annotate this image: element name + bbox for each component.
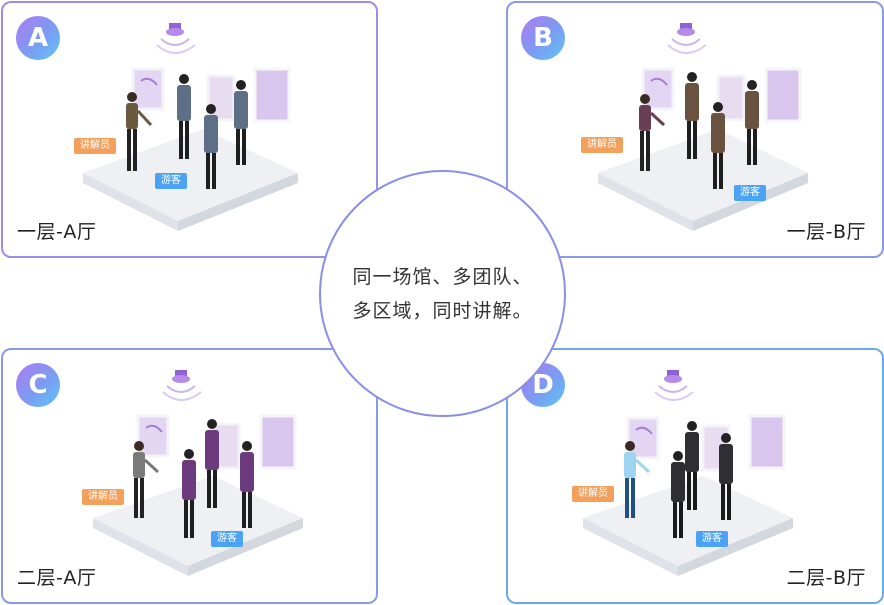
platform xyxy=(93,476,303,576)
guide-figure xyxy=(126,92,153,171)
platform xyxy=(583,476,793,576)
speaker-icon xyxy=(667,23,707,54)
display-panels xyxy=(131,67,291,123)
hall-label: 二层-B厅 xyxy=(786,567,866,589)
exhibition-illustration xyxy=(83,23,298,231)
speaker-icon xyxy=(162,370,202,401)
visitor-figures xyxy=(685,72,759,189)
visitor-figures xyxy=(177,74,248,189)
badge-b: B xyxy=(521,16,565,60)
guide-tag: 讲解员 xyxy=(74,138,116,154)
guide-figure xyxy=(133,441,160,518)
slogan-line-2: 多区域，同时讲解。 xyxy=(352,299,533,322)
speaker-icon xyxy=(156,23,196,54)
guide-figure xyxy=(624,441,651,518)
slogan-circle: 同一场馆、多团队、 多区域，同时讲解。 xyxy=(319,170,566,417)
visitor-tag: 游客 xyxy=(155,173,187,189)
display-panels xyxy=(641,67,802,123)
hall-panel-a: A xyxy=(1,1,378,258)
platform xyxy=(598,129,808,231)
hall-label: 一层-A厅 xyxy=(17,221,97,243)
badge-a: A xyxy=(16,16,60,60)
hall-panel-c: C xyxy=(1,348,378,604)
visitor-tag: 游客 xyxy=(211,531,243,547)
slogan-line-1: 同一场馆、多团队、 xyxy=(352,265,533,288)
visitor-figures xyxy=(671,421,733,538)
guide-figure xyxy=(639,94,666,171)
hall-panel-b: B xyxy=(506,1,884,258)
guide-tag: 讲解员 xyxy=(572,486,614,502)
guide-tag: 讲解员 xyxy=(82,489,124,505)
visitor-tag: 游客 xyxy=(734,185,766,201)
visitor-tag: 游客 xyxy=(696,531,728,547)
hall-label: 一层-B厅 xyxy=(786,221,866,243)
hall-label: 二层-A厅 xyxy=(17,567,97,589)
badge-c: C xyxy=(16,363,60,407)
display-panels xyxy=(626,414,786,472)
speaker-icon xyxy=(654,370,694,401)
exhibition-illustration xyxy=(598,23,808,231)
hall-panel-d: D xyxy=(506,348,884,604)
visitor-figures xyxy=(182,419,254,538)
display-panels xyxy=(136,414,297,470)
exhibition-illustration xyxy=(93,370,303,576)
exhibition-illustration xyxy=(583,370,793,576)
guide-tag: 讲解员 xyxy=(581,137,623,153)
